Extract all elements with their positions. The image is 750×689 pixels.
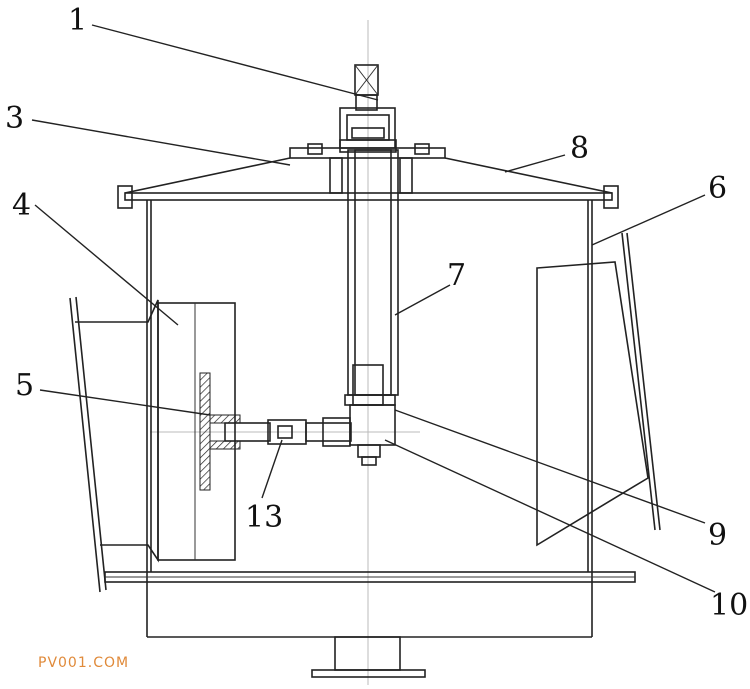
- watermark: PV001.COM: [38, 655, 129, 671]
- label-10: 10: [710, 588, 748, 623]
- leader-lines: [31, 24, 716, 593]
- label-5: 5: [15, 368, 34, 403]
- vessel-body: [104, 200, 636, 638]
- shaft-tube: [344, 149, 399, 466]
- label-1: 1: [68, 3, 87, 38]
- bolt-right: [603, 185, 619, 209]
- label-13: 13: [245, 500, 283, 535]
- label-9: 9: [708, 518, 727, 553]
- label-8: 8: [570, 131, 589, 166]
- bolt-left: [117, 185, 133, 209]
- side-door: [69, 296, 236, 593]
- bottom-nozzle: [311, 636, 426, 678]
- connecting-rod: [199, 372, 352, 491]
- drive-head: [339, 64, 397, 153]
- label-4: 4: [12, 188, 31, 223]
- label-3: 3: [5, 101, 24, 136]
- label-7: 7: [447, 258, 466, 293]
- baffle-plate: [536, 232, 661, 547]
- center-axes: [150, 20, 420, 685]
- label-6: 6: [708, 171, 727, 206]
